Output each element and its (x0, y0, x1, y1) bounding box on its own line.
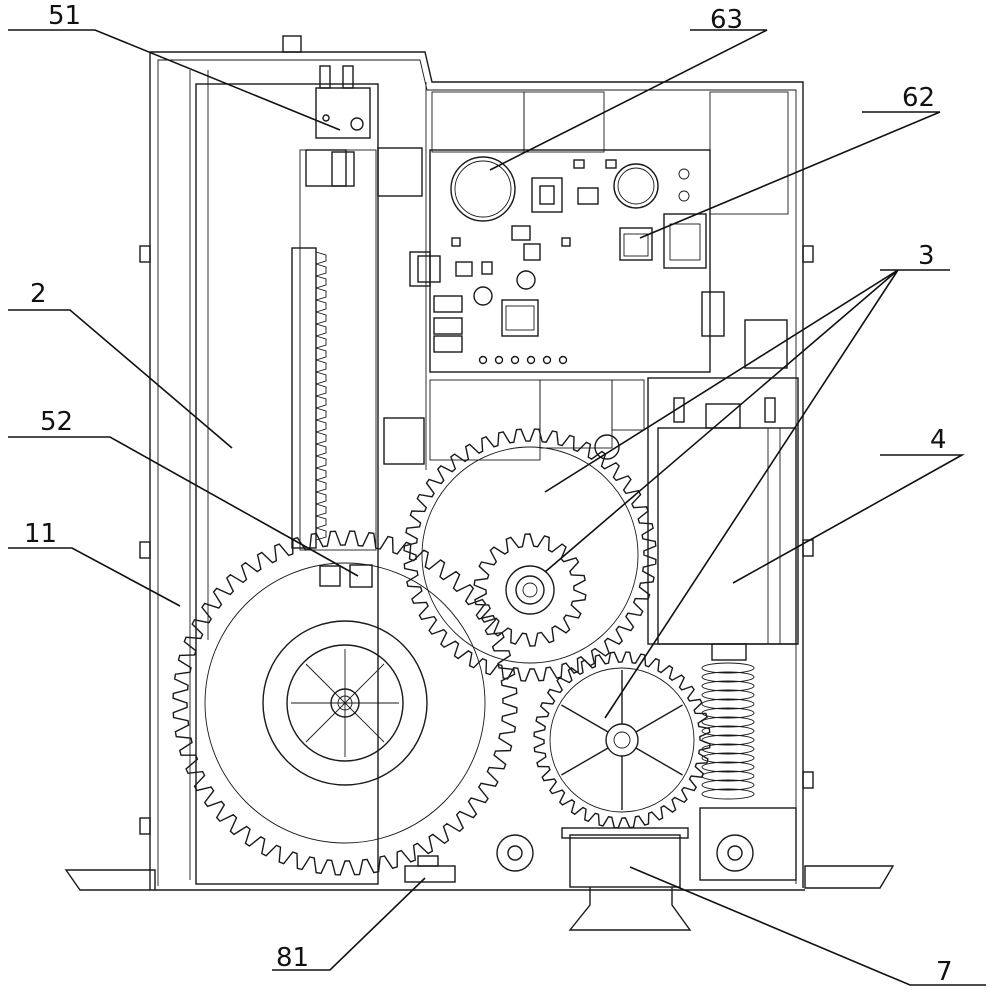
label-63: 63 (710, 5, 743, 35)
wheel-spoke (561, 747, 609, 776)
worm-thread (701, 752, 755, 764)
label-4: 4 (930, 425, 947, 455)
switch-81 (404, 855, 456, 883)
rack-2 (195, 83, 379, 885)
label-62: 62 (902, 83, 935, 113)
worm-thread (701, 716, 755, 728)
leader-lines (8, 29, 986, 986)
worm-thread (701, 761, 755, 773)
label-51: 51 (48, 1, 81, 31)
wheel-spoke (635, 747, 683, 776)
reference-numerals: 51 63 62 3 2 52 4 11 81 7 (24, 1, 953, 987)
gear-small-wheel (533, 651, 711, 829)
worm-thread (701, 698, 755, 710)
base-plate (64, 865, 895, 891)
worm-thread (701, 788, 755, 800)
worm-thread (701, 734, 755, 746)
label-81: 81 (276, 943, 309, 973)
worm-thread (701, 707, 755, 719)
inner-walls (377, 82, 789, 470)
wheel-spoke (561, 704, 609, 733)
worm-thread (701, 671, 755, 683)
label-3: 3 (918, 241, 935, 271)
limit-switch-51 (305, 65, 371, 187)
label-2: 2 (30, 279, 47, 309)
gear-middle (403, 428, 657, 682)
label-7: 7 (936, 957, 953, 987)
worm-thread (701, 770, 755, 782)
gear-large-52 (172, 530, 518, 876)
worm-thread (701, 779, 755, 791)
label-52: 52 (40, 407, 73, 437)
label-11: 11 (24, 519, 57, 549)
wheel-spoke (635, 704, 683, 733)
worm-thread (701, 662, 755, 674)
housing-outline (139, 35, 814, 890)
worm-thread (701, 680, 755, 692)
screw-bosses (496, 807, 797, 881)
worm-thread (701, 725, 755, 737)
suction-cup-7 (561, 827, 692, 931)
circuit-board (409, 149, 725, 373)
worm-screw (701, 662, 755, 800)
worm-thread (701, 689, 755, 701)
